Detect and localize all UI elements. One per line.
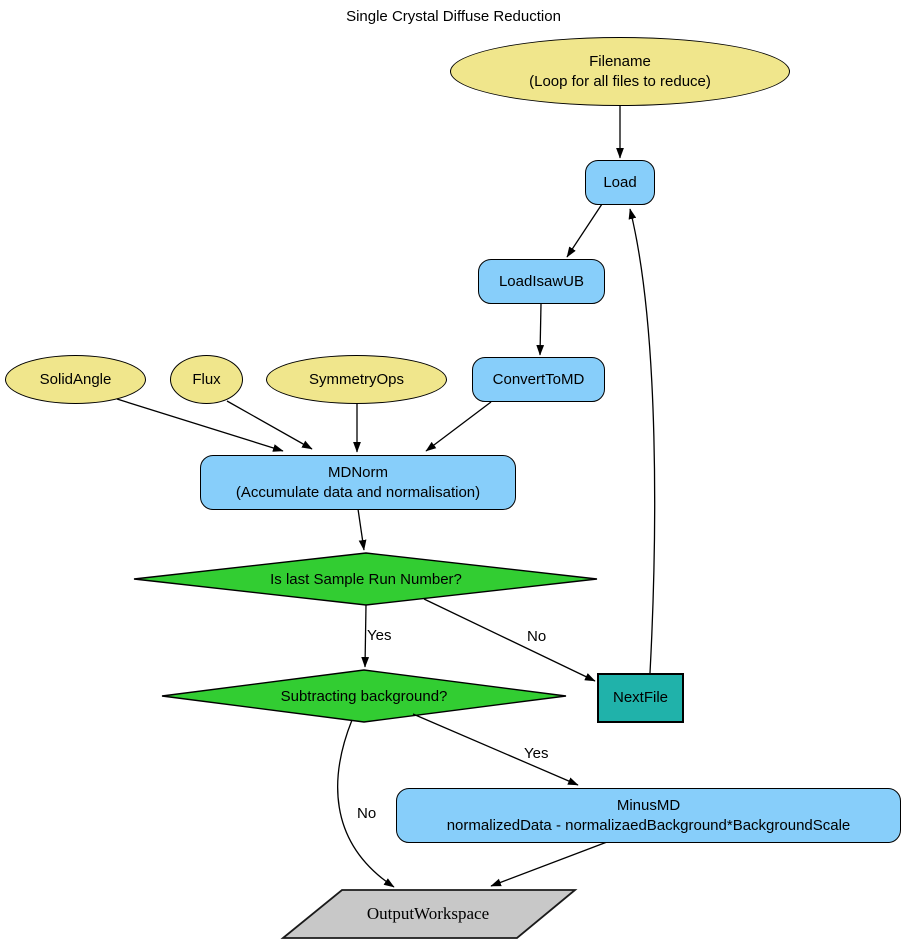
node-load: Load bbox=[585, 160, 655, 205]
edge-subtract-no-to-output bbox=[337, 719, 395, 888]
edge-subtract-yes-to-minusmd bbox=[412, 713, 579, 786]
decision-shape-subtracting-background bbox=[161, 669, 567, 723]
edge-label-subtract-no: No bbox=[357, 805, 377, 822]
node-mdnorm-line2: (Accumulate data and normalisation) bbox=[235, 483, 481, 501]
node-filename-line1: Filename bbox=[589, 53, 651, 71]
node-solid-angle: SolidAngle bbox=[5, 355, 146, 404]
output-workspace-shape bbox=[280, 889, 578, 939]
node-next-file: NextFile bbox=[597, 673, 684, 723]
edge-flux-to-mdnorm bbox=[226, 400, 313, 450]
node-filename: Filename (Loop for all files to reduce) bbox=[450, 37, 790, 106]
node-subtracting-background-label: Subtracting background? bbox=[280, 687, 448, 705]
edge-label-is-last-yes: Yes bbox=[367, 627, 392, 644]
decision-shape-is-last-run bbox=[133, 552, 598, 606]
edge-label-subtract-yes: Yes bbox=[524, 745, 549, 762]
edge-nextfile-to-load bbox=[628, 208, 656, 674]
node-mdnorm-line1: MDNorm bbox=[328, 464, 388, 482]
node-mdnorm: MDNorm (Accumulate data and normalisatio… bbox=[200, 455, 516, 510]
node-symmetry-ops: SymmetryOps bbox=[266, 355, 447, 404]
node-minus-md: MinusMD normalizedData - normalizaedBack… bbox=[396, 788, 901, 843]
edge-load-to-loadisawub bbox=[566, 203, 603, 258]
node-is-last-run-label: Is last Sample Run Number? bbox=[270, 570, 462, 588]
node-minus-md-line1: MinusMD bbox=[616, 797, 681, 815]
edge-minusmd-to-output bbox=[490, 841, 608, 887]
node-minus-md-line2: normalizedData - normalizaedBackground*B… bbox=[446, 816, 851, 834]
node-filename-line2: (Loop for all files to reduce) bbox=[529, 72, 711, 90]
edge-islastrun-yes-to-subtract bbox=[361, 604, 370, 668]
edge-mdnorm-to-islastrun bbox=[357, 508, 367, 551]
node-load-isaw-ub: LoadIsawUB bbox=[478, 259, 605, 304]
edge-label-is-last-no: No bbox=[527, 628, 547, 645]
diagram-title: Single Crystal Diffuse Reduction bbox=[346, 8, 561, 25]
node-convert-to-md: ConvertToMD bbox=[472, 357, 605, 402]
edge-islastrun-no-to-nextfile bbox=[423, 598, 596, 682]
node-flux: Flux bbox=[170, 355, 243, 404]
edge-loadisawub-to-converttomd bbox=[536, 303, 545, 356]
edge-converttomd-to-mdnorm bbox=[425, 401, 492, 452]
edge-solidangle-to-mdnorm bbox=[116, 398, 284, 452]
node-output-workspace-label: OutputWorkspace bbox=[366, 904, 490, 923]
